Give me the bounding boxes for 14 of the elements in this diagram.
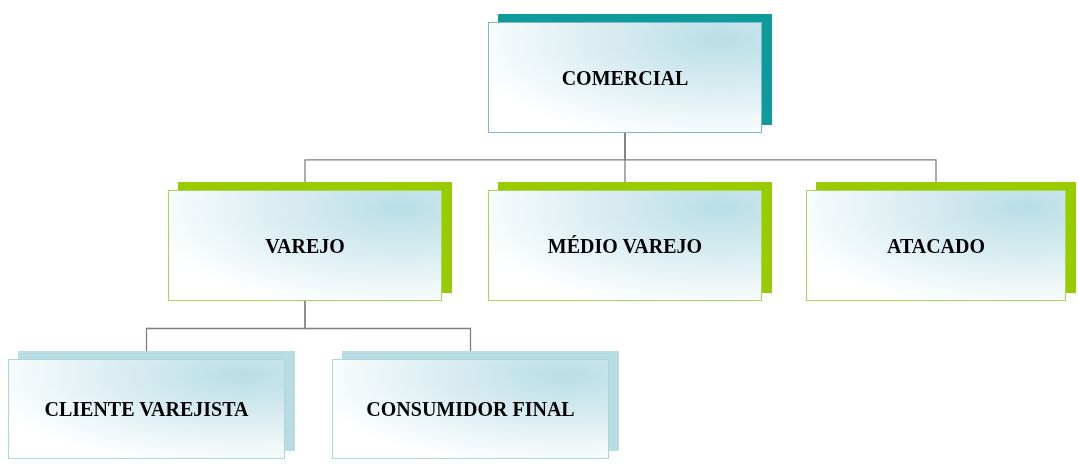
box-label: ATACADO (886, 233, 986, 259)
org-box (488, 14, 772, 133)
box-label: MÉDIO VAREJO (547, 233, 703, 259)
org-box (806, 182, 1076, 301)
connector-line (624, 132, 937, 183)
box-label: VAREJO (265, 233, 345, 259)
org-box (8, 351, 295, 459)
connector-line (304, 300, 472, 352)
org-box (168, 182, 452, 301)
org-box (332, 351, 619, 459)
box-label: CLIENTE VAREJISTA (44, 397, 249, 422)
org-box (488, 182, 772, 301)
box-label: COMERCIAL (561, 65, 689, 91)
box-label: CONSUMIDOR FINAL (366, 397, 575, 422)
